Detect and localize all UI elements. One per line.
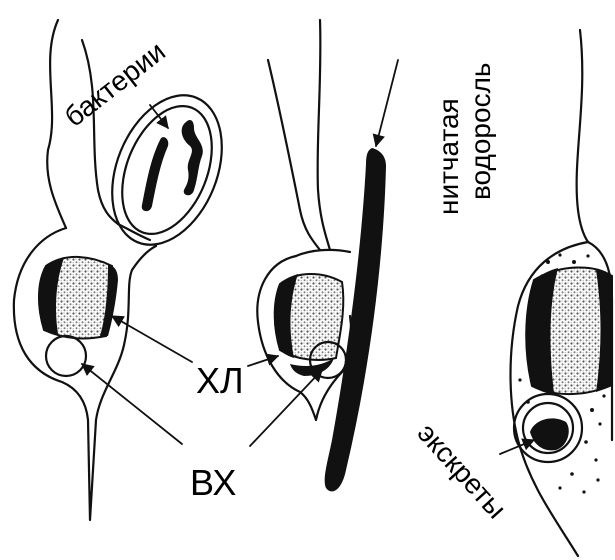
label-alga-line1: нитчатая (433, 98, 464, 215)
cell-left (14, 20, 243, 520)
label-alga-line2: водоросль (465, 63, 496, 201)
flagellum-mid-1 (268, 60, 320, 250)
arrow-bacteria (150, 105, 168, 128)
food-vacuole-outer (91, 79, 242, 261)
label-vacuole: ВХ (190, 462, 236, 503)
arrow-hl-left (112, 316, 192, 362)
excreta-mass (530, 418, 569, 450)
food-vacuole-inner (105, 93, 229, 247)
arrow-alga (376, 60, 398, 146)
arrow-vx-left (82, 364, 182, 444)
label-chloroplast: ХЛ (196, 360, 244, 401)
cell-right (511, 30, 613, 556)
flagellum-mid-2 (318, 20, 330, 250)
bacterium-2 (182, 120, 203, 195)
arrow-hl-middle (248, 356, 278, 366)
flagellum-left-1 (47, 20, 66, 228)
label-excreta: экскреты (412, 417, 513, 524)
cell-middle (257, 20, 386, 491)
flagellum-right-1 (577, 30, 588, 242)
vacuole-left (46, 336, 86, 376)
bacterium-1 (142, 137, 169, 211)
cell-middle-body-top (296, 250, 350, 256)
